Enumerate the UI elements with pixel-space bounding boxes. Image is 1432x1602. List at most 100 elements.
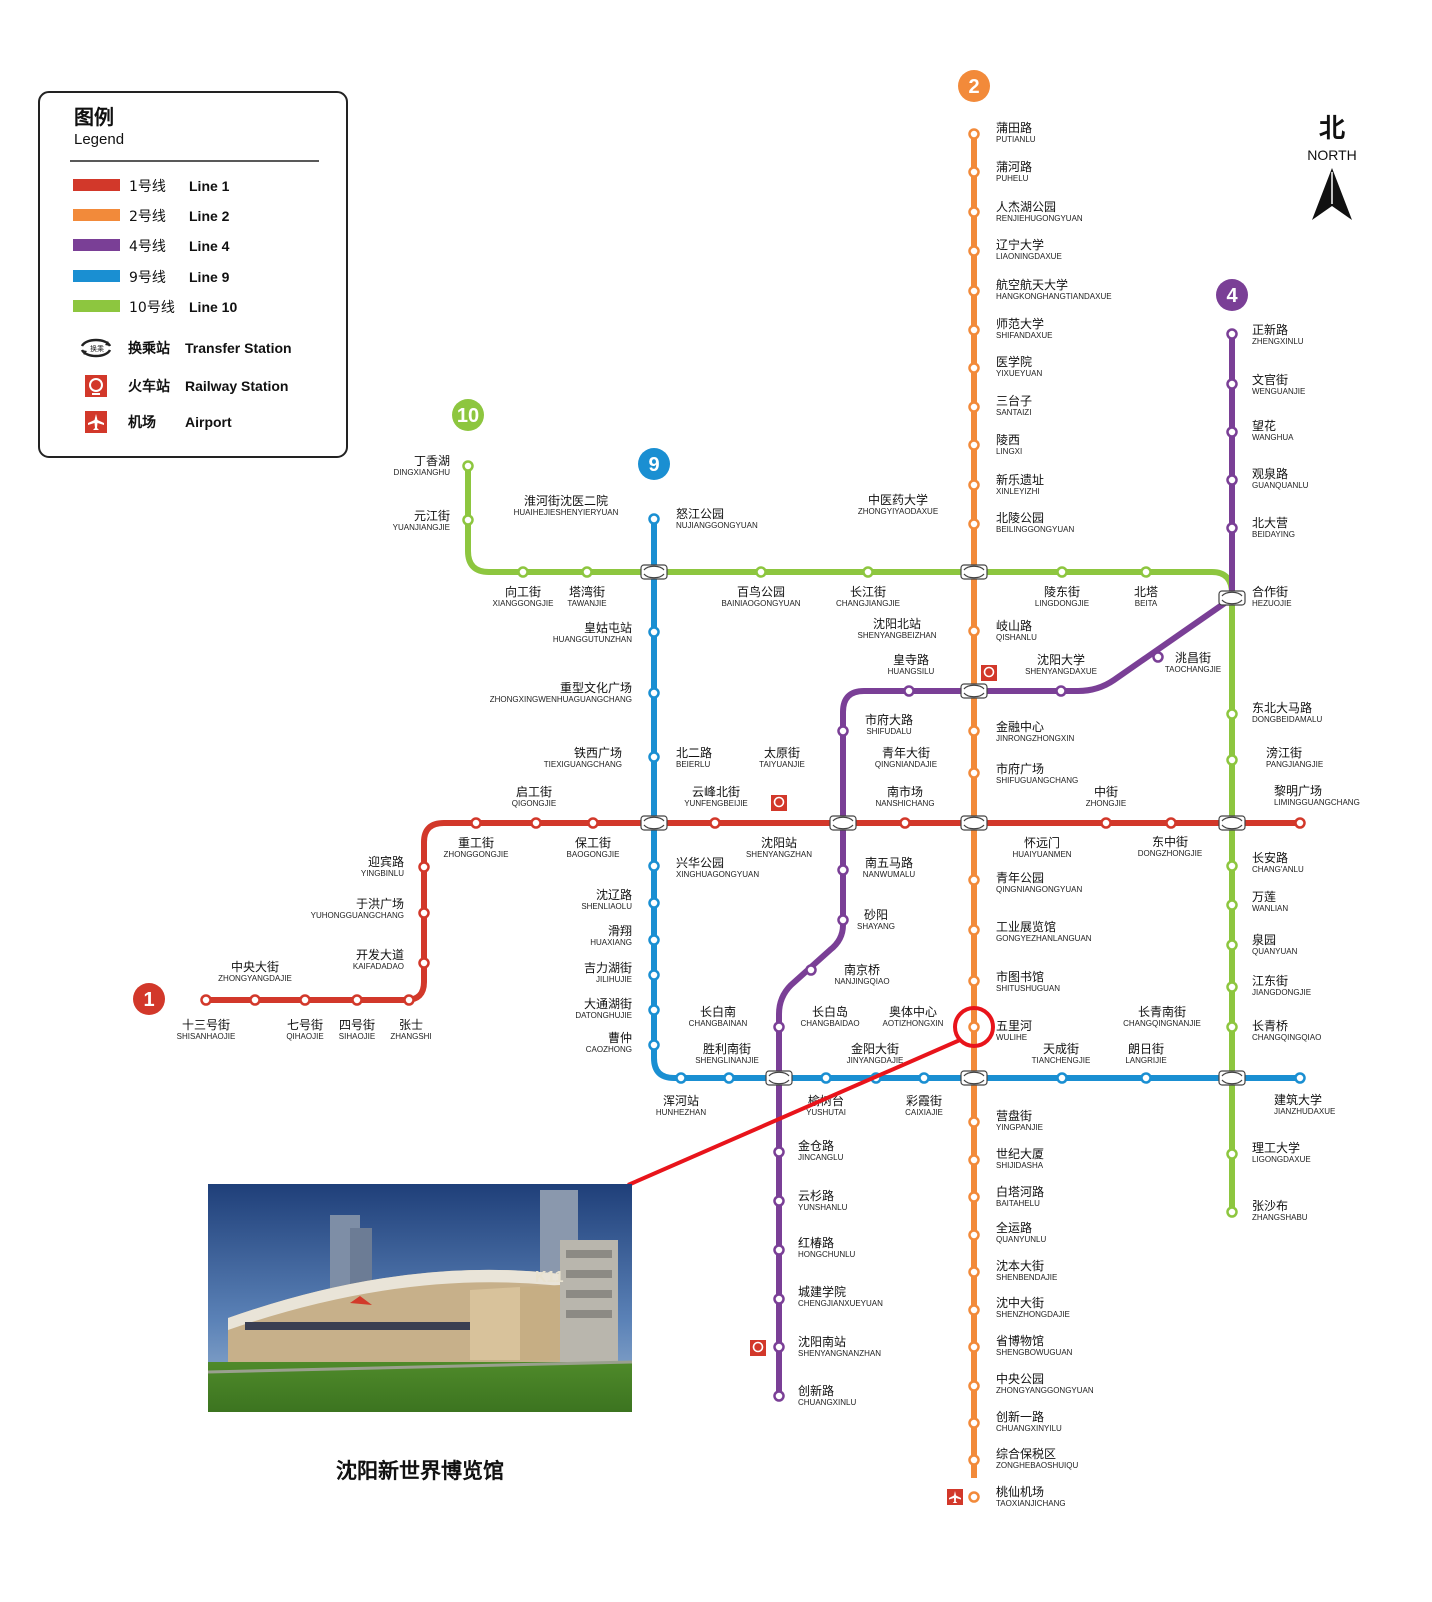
station-dot[interactable]: [1226, 860, 1238, 872]
station-dot[interactable]: [820, 1072, 832, 1084]
station-dot[interactable]: [773, 1390, 785, 1402]
station-dot[interactable]: [968, 166, 980, 178]
station-dot[interactable]: [773, 1293, 785, 1305]
station-dot[interactable]: [587, 817, 599, 829]
station-dot[interactable]: [470, 817, 482, 829]
station-dot[interactable]: [1226, 328, 1238, 340]
station-dot[interactable]: [418, 957, 430, 969]
station-dot[interactable]: [462, 514, 474, 526]
station-dot[interactable]: [1152, 651, 1164, 663]
station-dot[interactable]: [968, 1341, 980, 1353]
transfer-icon[interactable]: [640, 564, 668, 580]
station-dot[interactable]: [1226, 899, 1238, 911]
station-dot[interactable]: [968, 206, 980, 218]
station-dot[interactable]: [648, 1039, 660, 1051]
station-dot[interactable]: [968, 975, 980, 987]
station-dot[interactable]: [1226, 1148, 1238, 1160]
station-dot[interactable]: [968, 1380, 980, 1392]
station-dot[interactable]: [1056, 566, 1068, 578]
station-dot[interactable]: [968, 1491, 980, 1503]
station-dot[interactable]: [1294, 1072, 1306, 1084]
station-dot[interactable]: [1165, 817, 1177, 829]
station-dot[interactable]: [648, 687, 660, 699]
station-dot[interactable]: [968, 1454, 980, 1466]
station-dot[interactable]: [1140, 566, 1152, 578]
station-dot[interactable]: [968, 1154, 980, 1166]
station-dot[interactable]: [648, 513, 660, 525]
station-dot[interactable]: [968, 245, 980, 257]
station-dot[interactable]: [530, 817, 542, 829]
station-dot[interactable]: [755, 566, 767, 578]
station-dot[interactable]: [903, 685, 915, 697]
station-dot[interactable]: [968, 324, 980, 336]
station-dot[interactable]: [648, 751, 660, 763]
station-dot[interactable]: [1226, 1206, 1238, 1218]
station-dot[interactable]: [418, 907, 430, 919]
station-dot[interactable]: [773, 1195, 785, 1207]
station-dot[interactable]: [1226, 754, 1238, 766]
station-dot[interactable]: [1294, 817, 1306, 829]
station-dot[interactable]: [648, 897, 660, 909]
station-dot[interactable]: [773, 1146, 785, 1158]
transfer-icon[interactable]: [829, 815, 857, 831]
station-dot[interactable]: [968, 767, 980, 779]
station-dot[interactable]: [968, 1229, 980, 1241]
station-dot[interactable]: [517, 566, 529, 578]
transfer-icon[interactable]: [960, 815, 988, 831]
